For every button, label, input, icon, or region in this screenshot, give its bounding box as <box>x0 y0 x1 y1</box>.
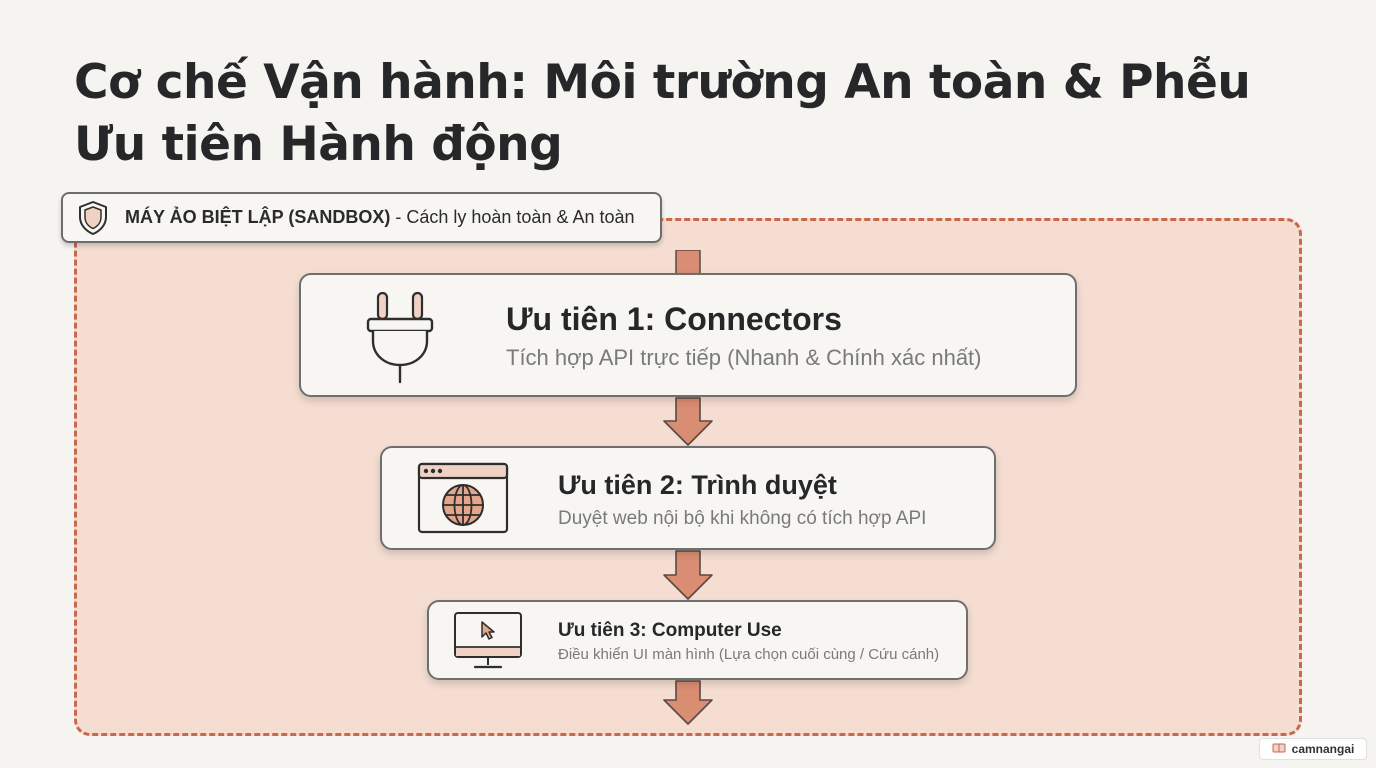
priority-card-browser: Ưu tiên 2: Trình duyệt Duyệt web nội bộ … <box>380 446 996 550</box>
monitor-cursor-icon <box>453 611 523 676</box>
sandbox-label: MÁY ẢO BIỆT LẬP (SANDBOX) - Cách ly hoàn… <box>61 192 662 243</box>
priority-heading: Ưu tiên 3: Computer Use <box>558 620 782 641</box>
flow-arrow-output <box>663 680 713 725</box>
priority-description: Điều khiển UI màn hình (Lựa chọn cuối cù… <box>558 646 940 663</box>
flow-arrow-1-to-2 <box>663 397 713 446</box>
watermark-text: camnangai <box>1291 742 1355 756</box>
sandbox-label-rest: - Cách ly hoàn toàn & An toàn <box>390 207 635 227</box>
shield-icon <box>77 200 109 236</box>
priority-description: Duyệt web nội bộ khi không có tích hợp A… <box>558 508 927 529</box>
priority-heading: Ưu tiên 2: Trình duyệt <box>558 470 837 500</box>
sandbox-label-bold: MÁY ẢO BIỆT LẬP (SANDBOX) <box>125 207 391 227</box>
priority-card-computer-use: Ưu tiên 3: Computer Use Điều khiển UI mà… <box>427 600 968 680</box>
watermark-badge: camnangai <box>1259 738 1367 760</box>
sandbox-label-text: MÁY ẢO BIỆT LẬP (SANDBOX) - Cách ly hoàn… <box>125 207 635 228</box>
priority-description: Tích hợp API trực tiếp (Nhanh & Chính xá… <box>506 345 982 370</box>
priority-heading: Ưu tiên 1: Connectors <box>506 301 842 337</box>
plug-icon <box>365 289 435 390</box>
browser-globe-icon <box>417 462 509 539</box>
page-title: Cơ chế Vận hành: Môi trường An toàn & Ph… <box>74 55 1251 172</box>
flow-arrow-entry <box>675 250 701 276</box>
priority-card-connectors: Ưu tiên 1: Connectors Tích hợp API trực … <box>299 273 1077 397</box>
book-icon <box>1272 742 1286 756</box>
flow-arrow-2-to-3 <box>663 550 713 600</box>
